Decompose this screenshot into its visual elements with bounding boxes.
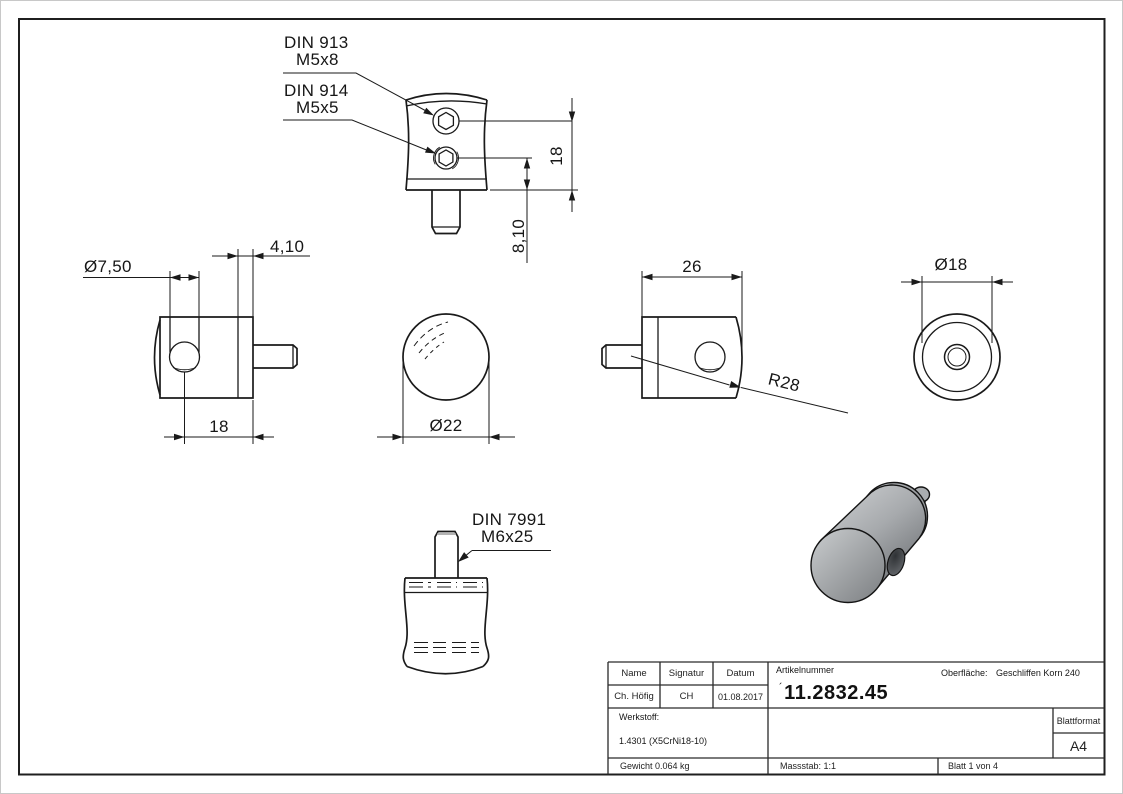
drawing-frame — [18, 18, 1106, 776]
view-bottom — [402, 530, 551, 675]
label-din913-line1: DIN 913 — [284, 33, 349, 52]
tb-header-datum: Datum — [726, 668, 755, 679]
label-din914-line1: DIN 914 — [284, 81, 349, 100]
view-top — [283, 72, 578, 263]
label-din7991: DIN 7991 M6x25 — [472, 511, 546, 545]
tb-header-signatur: Signatur — [668, 668, 705, 679]
view-right — [601, 271, 849, 414]
label-din7991-line1: DIN 7991 — [472, 510, 547, 529]
dim-top-offset: 8,10 — [509, 218, 528, 254]
tb-oberflaeche-value: Geschliffen Korn 240 — [996, 668, 1080, 678]
dim-side-width: 18 — [209, 417, 229, 436]
tb-header-name: Name — [621, 668, 647, 679]
tb-value-datum: 01.08.2017 — [717, 691, 764, 702]
isometric-view — [810, 481, 931, 604]
label-din914-line2: M5x5 — [296, 98, 339, 117]
view-front — [377, 313, 515, 444]
tb-blatt: Blatt 1 von 4 — [948, 761, 999, 771]
dim-side-hole-dia: Ø7,50 — [84, 257, 132, 276]
tb-werkstoff-label: Werkstoff: — [619, 712, 660, 722]
tb-value-signatur: CH — [679, 691, 694, 702]
view-back — [901, 276, 1013, 401]
dim-top-height: 18 — [547, 146, 566, 166]
label-din7991-line2: M6x25 — [481, 527, 534, 546]
dim-back-dia: Ø18 — [934, 255, 968, 274]
tb-oberflaeche: Oberfläche: Geschliffen Korn 240 — [941, 668, 1080, 678]
tb-oberflaeche-label: Oberfläche: — [941, 668, 988, 678]
dim-side-offset: 4,10 — [270, 237, 305, 256]
tb-artikelnummer-value: 11.2832.45 — [784, 682, 889, 704]
tb-werkstoff-value: 1.4301 (X5CrNi18-10) — [619, 736, 708, 746]
label-din913: DIN 913 M5x8 — [284, 34, 348, 68]
tb-artikelnummer-prefix: ´ — [779, 682, 784, 694]
tb-massstab: Massstab: 1:1 — [780, 761, 837, 771]
label-din913-line2: M5x8 — [296, 50, 339, 69]
label-din914: DIN 914 M5x5 — [284, 82, 348, 116]
tb-artikelnummer-label: Artikelnummer — [776, 665, 835, 675]
tb-blattformat-value: A4 — [1069, 737, 1088, 754]
tb-blattformat-label: Blattformat — [1056, 715, 1101, 726]
title-block-grid — [607, 661, 1105, 775]
dim-right-width: 26 — [682, 257, 702, 276]
tb-artikelnummer: ´11.2832.45 — [779, 682, 888, 705]
tb-gewicht: Gewicht 0.064 kg — [620, 761, 690, 771]
dim-front-dia: Ø22 — [429, 416, 463, 435]
view-left — [83, 249, 310, 444]
tb-value-name: Ch. Höfig — [614, 691, 654, 702]
